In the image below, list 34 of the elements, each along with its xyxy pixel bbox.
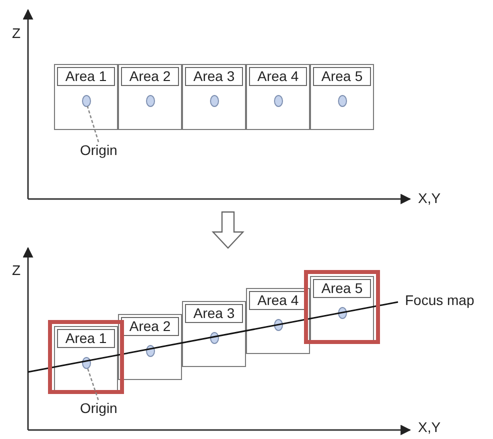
area-box — [182, 64, 246, 130]
area-box — [54, 326, 118, 392]
area-box — [118, 314, 182, 380]
axis-label: Z — [12, 262, 21, 278]
focus-point — [274, 95, 283, 107]
area-box — [182, 301, 246, 367]
area-box — [118, 64, 182, 130]
area-box — [310, 276, 374, 342]
area-header: Area 3 — [185, 304, 243, 323]
area-header: Area 5 — [313, 67, 371, 86]
area-header: Area 4 — [249, 67, 307, 86]
origin-label: Origin — [80, 400, 118, 416]
area-header: Area 4 — [249, 291, 307, 310]
axis-label: X,Y — [418, 419, 441, 435]
area-header: Area 2 — [121, 67, 179, 86]
area-header: Area 1 — [57, 67, 115, 86]
area-header: Area 5 — [313, 279, 371, 298]
leader-line — [86, 106, 100, 142]
focus-point — [210, 95, 219, 107]
origin-label: Origin — [80, 142, 118, 158]
area-header: Area 1 — [57, 329, 115, 348]
area-box — [246, 288, 310, 354]
focus-point — [146, 95, 155, 107]
focus-map-label: Focus map — [405, 292, 474, 308]
area-box — [246, 64, 310, 130]
area-header: Area 2 — [121, 317, 179, 336]
leader-line — [86, 368, 99, 400]
area-box — [310, 64, 374, 130]
axis-label: X,Y — [418, 190, 441, 206]
axis-label: Z — [12, 25, 21, 41]
area-header: Area 3 — [185, 67, 243, 86]
focus-point — [338, 95, 347, 107]
focus-point — [82, 95, 91, 107]
area-box — [54, 64, 118, 130]
